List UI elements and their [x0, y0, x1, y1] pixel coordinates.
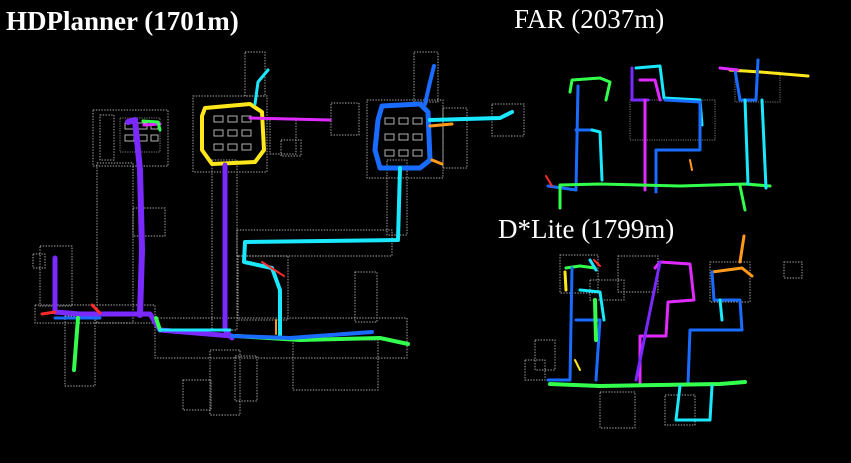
far-map [545, 58, 810, 212]
hdplanner-walls [32, 51, 525, 416]
dstar-trajectory [546, 234, 754, 422]
dstar-title: D*Lite (1799m) [498, 214, 675, 244]
far-trajectory [545, 58, 810, 212]
hdplanner-trajectory [40, 64, 514, 372]
hdplanner-map [32, 51, 525, 416]
dstar-map [524, 234, 803, 429]
far-title: FAR (2037m) [514, 4, 665, 34]
hdplanner-title: HDPlanner (1701m) [6, 6, 239, 36]
